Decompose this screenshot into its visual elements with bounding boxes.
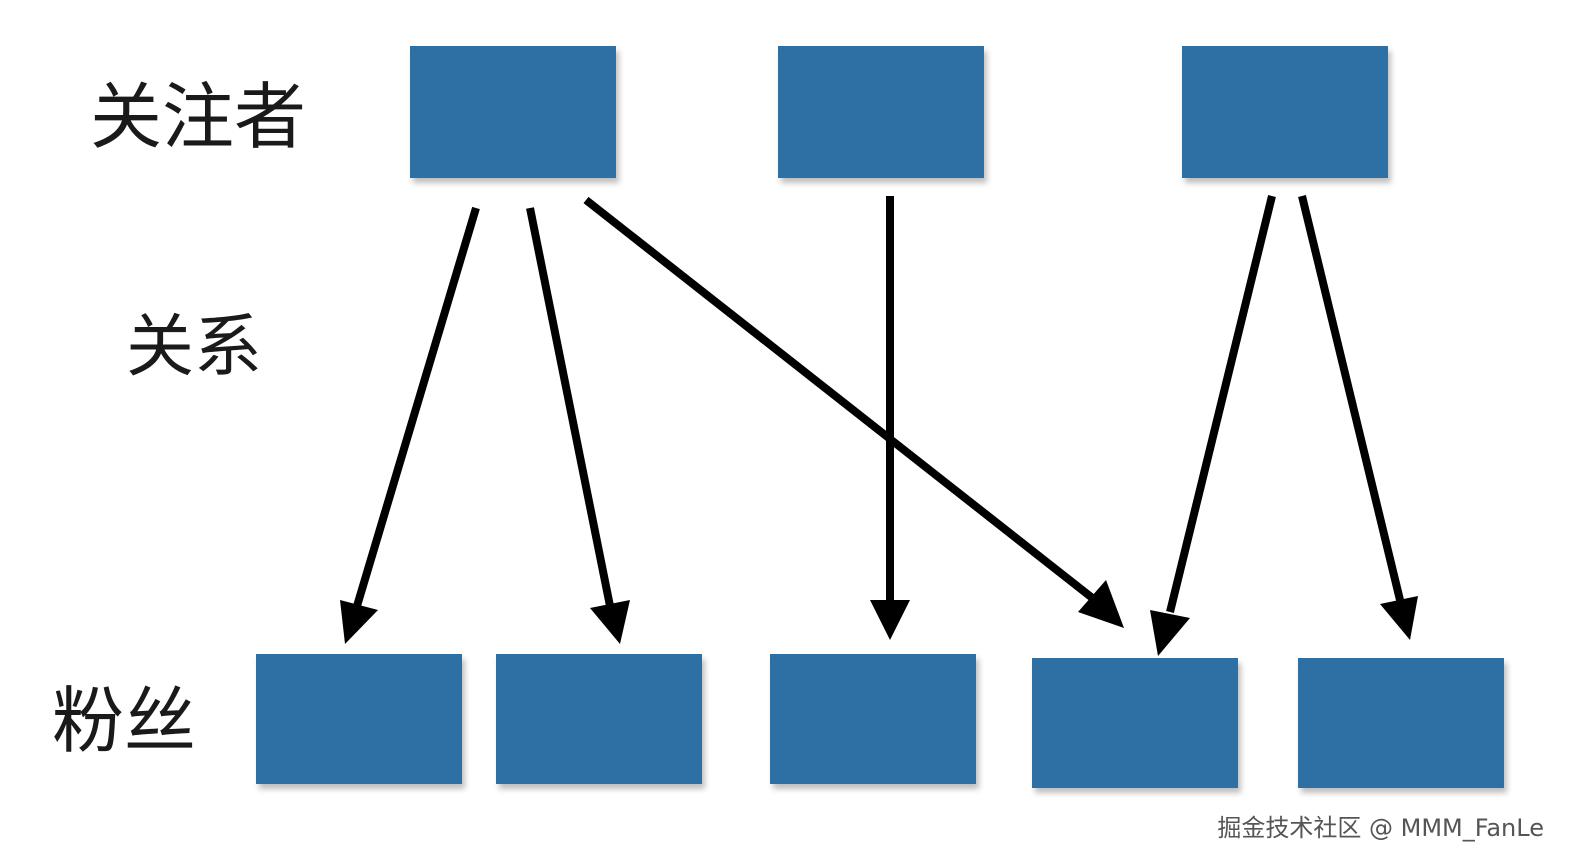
followers-row-label: 关注者 [90,75,306,159]
relation-row-label: 关系 [126,308,262,387]
fans-row-label: 粉丝 [52,679,196,763]
fan-node-1 [256,654,462,784]
arrow-f1-to-n2 [526,207,630,644]
arrow-f3-to-n5 [1298,195,1418,640]
fan-node-5 [1298,658,1504,788]
fan-node-2 [496,654,702,784]
arrow-f3-to-n4 [1150,195,1276,656]
edges-layer [340,195,1418,656]
nodes-layer [256,46,1504,788]
arrow-f1-to-n1 [340,206,480,644]
arrow-f1-to-n4 [583,196,1124,628]
follower-node-2 [778,46,984,178]
arrow-f2-to-n3 [870,196,910,640]
follower-node-3 [1182,46,1388,178]
follower-node-1 [410,46,616,178]
fan-node-3 [770,654,976,784]
watermark-text: 掘金技术社区 @ MMM_FanLe [1217,814,1544,842]
fan-node-4 [1032,658,1238,788]
